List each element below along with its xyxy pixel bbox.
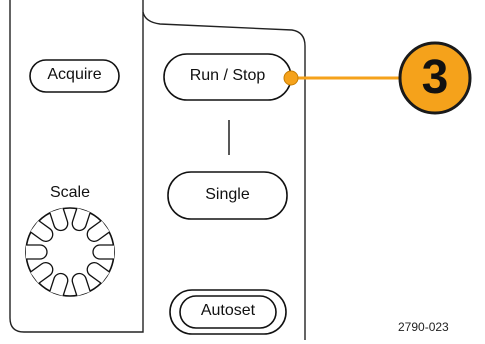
knob-notch <box>26 244 48 260</box>
figure-id: 2790-023 <box>398 320 449 334</box>
autoset-button-inner <box>179 295 277 329</box>
left-panel-outline <box>9 0 144 333</box>
knob-notch <box>92 244 114 260</box>
callout-circle <box>398 41 472 115</box>
knob-notch <box>86 219 111 243</box>
knob-notch <box>29 261 54 285</box>
knob-notch <box>71 207 91 232</box>
knob-notch <box>71 272 91 297</box>
single-button-label[interactable]: Single <box>205 186 250 203</box>
scale-knob <box>25 207 115 297</box>
knob-notch <box>49 207 69 232</box>
knob-notch <box>86 261 111 285</box>
scale-knob-label: Scale <box>49 184 91 201</box>
knob-notch <box>29 219 54 243</box>
acquire-button <box>29 59 120 93</box>
right-panel-outline <box>142 0 306 340</box>
callout-dot <box>283 70 299 86</box>
single-button <box>167 171 288 220</box>
acquire-button-label[interactable]: Acquire <box>47 66 102 83</box>
knob-grip-notches <box>26 207 114 297</box>
autoset-button-label[interactable]: Autoset <box>200 302 256 319</box>
run-stop-button-label[interactable]: Run / Stop <box>189 67 266 84</box>
callout-number: 3 <box>421 51 449 104</box>
knob-notch <box>49 272 69 297</box>
